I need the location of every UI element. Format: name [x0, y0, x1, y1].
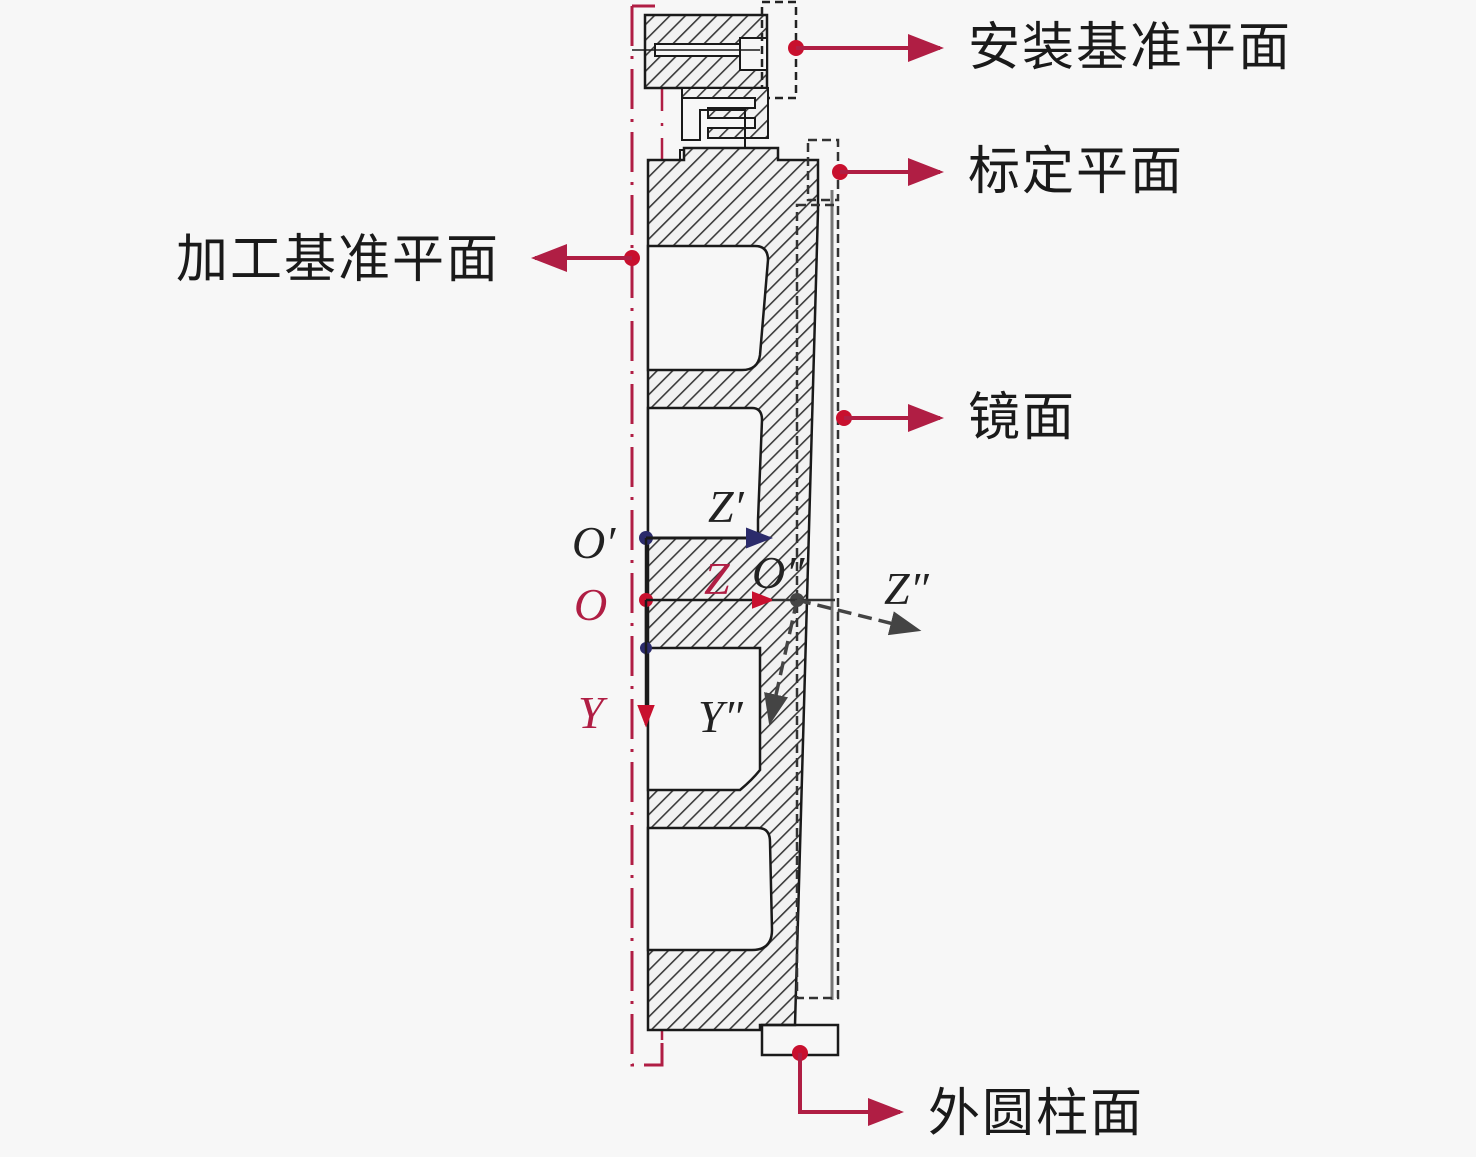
pocket-4 — [646, 826, 774, 952]
coord-mirror — [764, 593, 922, 726]
callout-machining — [531, 244, 640, 272]
axis-label-z-prime: Z′ — [708, 481, 744, 532]
mount-block — [632, 0, 798, 100]
coord-machining — [637, 591, 775, 728]
axis-label-o-double-prime: O″ — [752, 547, 805, 598]
label-calibration-plane: 标定平面 — [968, 142, 1185, 202]
axis-label-o-prime: O′ — [572, 517, 616, 568]
callout-outer-cylinder — [792, 1045, 904, 1126]
axis-label-y: Y — [578, 687, 604, 738]
label-machining-reference-plane: 加工基准平面 — [176, 230, 501, 290]
axis-label-y-double-prime: Y″ — [698, 691, 743, 742]
pocket-2 — [646, 406, 764, 540]
axis-label-o: O — [574, 579, 608, 630]
mirror-body — [646, 138, 840, 1057]
pocket-1 — [646, 244, 770, 372]
axis-label-z: Z — [704, 553, 730, 604]
label-outer-cylinder-surface: 外圆柱面 — [928, 1084, 1145, 1144]
callout-mirror — [836, 404, 944, 432]
callout-install — [788, 34, 944, 62]
pocket-3 — [646, 646, 762, 792]
label-install-reference-plane: 安装基准平面 — [968, 18, 1293, 78]
mirror-dashed-box — [795, 203, 840, 1000]
axis-label-z-double-prime: Z″ — [884, 563, 929, 614]
label-mirror-surface: 镜面 — [968, 388, 1077, 448]
callout-calibration — [832, 158, 944, 186]
